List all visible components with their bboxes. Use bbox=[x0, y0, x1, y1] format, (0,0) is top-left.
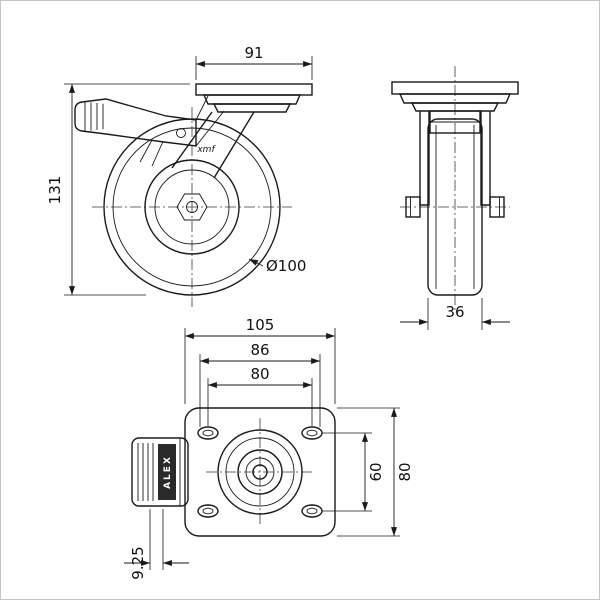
dim-80v-value: 80 bbox=[396, 462, 414, 481]
side-view: xmf 91 131 Ø100 bbox=[46, 44, 313, 307]
dim-wheel-diameter-leader bbox=[248, 258, 264, 267]
dim-pedal-offset: 9.25 bbox=[124, 509, 189, 580]
front-view: 36 bbox=[391, 66, 519, 330]
wheel-tread-shoulder-lines bbox=[435, 125, 475, 289]
dim-overall-height-extension-lines bbox=[64, 83, 190, 296]
kingpin-boss bbox=[245, 457, 275, 487]
dim-105-extension-lines bbox=[184, 328, 336, 404]
bolt-slot-hole bbox=[202, 507, 214, 515]
wheel-front-outline bbox=[427, 118, 483, 296]
dim-wheel-width-value: 36 bbox=[445, 303, 464, 321]
kingpin-hole bbox=[252, 464, 268, 480]
dim-86-extension-lines bbox=[199, 354, 321, 427]
dim-925-extension-lines bbox=[149, 509, 164, 570]
swivel-bearing-ring-2 bbox=[225, 437, 295, 507]
bolt-slot-hole bbox=[306, 507, 318, 515]
side-view-centerlines bbox=[92, 107, 292, 307]
top-plate-side bbox=[195, 83, 313, 96]
brake-pedal-plan: ALEX bbox=[131, 437, 189, 507]
axle-nut-right bbox=[489, 196, 505, 218]
pedal-brand-plate bbox=[158, 444, 176, 500]
swivel-bearing-ring-outer bbox=[217, 429, 303, 515]
brake-linkage bbox=[139, 95, 225, 167]
swivel-raceway-front-lower bbox=[410, 102, 500, 112]
bolt-slot-outline bbox=[301, 504, 323, 518]
dim-wheel-width: 36 bbox=[400, 298, 510, 330]
axle-center-hole bbox=[186, 201, 198, 213]
bolt-slot-hole bbox=[202, 429, 214, 437]
brake-grip-serrations bbox=[84, 101, 104, 132]
pedal-serrations bbox=[137, 438, 181, 506]
bolt-slot-outline bbox=[197, 426, 219, 440]
bolt-slot-bottom-right bbox=[301, 504, 323, 518]
swivel-raceway-upper bbox=[202, 94, 302, 105]
swivel-fork bbox=[171, 111, 255, 179]
dim-overall-height-value: 131 bbox=[46, 176, 64, 205]
wheel-hub-outer bbox=[144, 159, 240, 255]
dim-86-value: 86 bbox=[250, 341, 269, 359]
brake-pedal-outline bbox=[131, 437, 189, 507]
dim-bolt-row-spacing: 60 bbox=[322, 432, 385, 512]
brand-mark: xmf bbox=[196, 145, 216, 155]
dim-overall-height: 131 bbox=[46, 83, 190, 296]
bolt-slot-outline bbox=[301, 426, 323, 440]
bolt-slot-hole bbox=[306, 429, 318, 437]
plan-view-centerlines bbox=[206, 418, 314, 526]
pedal-brand-label: ALEX bbox=[163, 455, 173, 489]
axle-nut-left bbox=[405, 196, 421, 218]
dim-105-value: 105 bbox=[246, 316, 275, 334]
brake-lever bbox=[74, 98, 197, 147]
dim-80-value: 80 bbox=[250, 365, 269, 383]
plan-view: ALEX 105 86 80 60 80 bbox=[124, 316, 414, 580]
swivel-raceway-lower bbox=[212, 103, 292, 113]
bolt-slot-top-right bbox=[301, 426, 323, 440]
bolt-slot-top-left bbox=[197, 426, 219, 440]
dim-plate-width-extension-lines bbox=[195, 56, 313, 80]
dim-bolt-span: 80 bbox=[207, 365, 313, 426]
fork-legs-front bbox=[419, 111, 491, 206]
wheel-hub-inner bbox=[154, 169, 230, 245]
swivel-bearing-ring-3 bbox=[237, 449, 283, 495]
dim-plate-width: 91 bbox=[195, 44, 313, 80]
dim-plate-depth: 80 bbox=[337, 407, 414, 537]
dim-plate-width-plan: 105 bbox=[184, 316, 336, 404]
front-view-centerlines bbox=[400, 66, 510, 312]
bolt-slot-bottom-left bbox=[197, 504, 219, 518]
dim-bolt-span-outer: 86 bbox=[199, 341, 321, 427]
bolt-slot-outline bbox=[197, 504, 219, 518]
brake-pivot bbox=[176, 128, 186, 138]
axle-hex-nut bbox=[176, 193, 208, 221]
dim-60-extension-lines bbox=[322, 432, 372, 512]
mounting-plate-plan bbox=[184, 407, 336, 537]
swivel-raceway-front-upper bbox=[398, 93, 512, 104]
dim-80v-extension-lines bbox=[337, 407, 400, 537]
dim-wheel-diameter-value: Ø100 bbox=[266, 257, 306, 275]
dim-wheel-diameter: Ø100 bbox=[248, 257, 306, 275]
dim-plate-width-value: 91 bbox=[244, 44, 263, 62]
dim-925-value: 9.25 bbox=[129, 546, 147, 579]
wheel-tread-line bbox=[112, 127, 272, 287]
dim-60-value: 60 bbox=[367, 462, 385, 481]
axle-nut-chamfer-lines bbox=[410, 197, 500, 217]
